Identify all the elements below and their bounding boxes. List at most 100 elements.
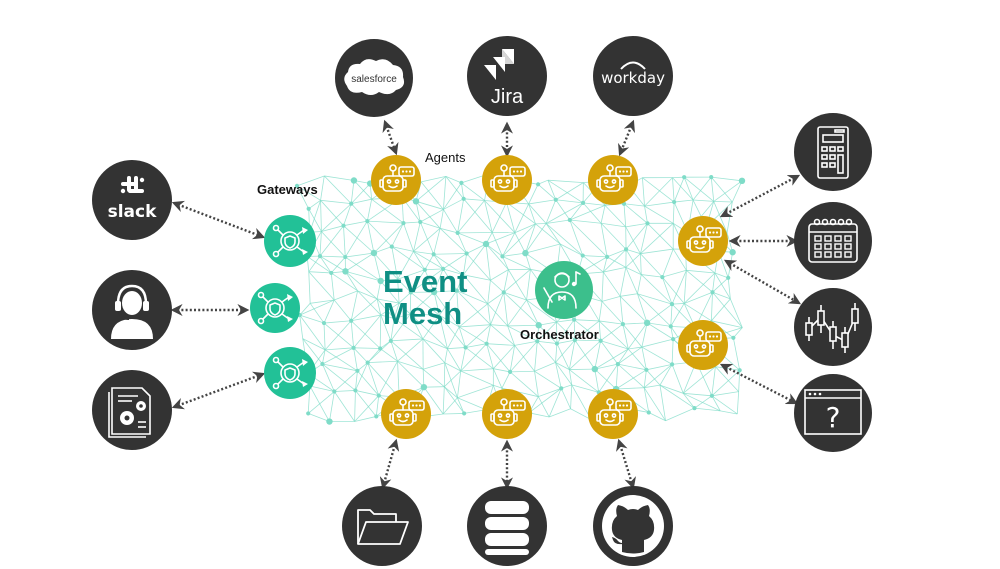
agent-right-upper[interactable] <box>678 216 728 266</box>
mesh-link <box>501 371 511 389</box>
mesh-link <box>308 255 321 272</box>
mesh-link <box>641 274 663 278</box>
mesh-node <box>645 221 650 226</box>
documents-settings-node[interactable] <box>92 370 172 450</box>
mesh-link <box>355 390 377 417</box>
mesh-link <box>538 388 562 398</box>
mesh-link <box>397 279 400 304</box>
agent-salesforce[interactable] <box>371 155 421 205</box>
mesh-link <box>397 251 414 280</box>
mesh-link <box>601 295 621 302</box>
calendar-node[interactable] <box>794 202 872 280</box>
mesh-link <box>457 200 485 234</box>
files-node[interactable] <box>342 486 422 566</box>
calendar-day <box>824 243 832 250</box>
mesh-link <box>419 221 434 255</box>
agent-files[interactable] <box>381 389 431 439</box>
mesh-link <box>420 221 441 229</box>
gateway-middle[interactable] <box>250 283 300 333</box>
slack-node[interactable]: slack <box>92 160 172 240</box>
mesh-link <box>486 324 491 344</box>
agent-jira[interactable] <box>482 155 532 205</box>
mesh-link <box>320 199 352 205</box>
mesh-link <box>397 360 425 388</box>
agent-database[interactable] <box>482 389 532 439</box>
mesh-node <box>604 254 610 259</box>
mesh-link <box>683 270 687 304</box>
agent-workday[interactable] <box>588 155 638 205</box>
mesh-link <box>439 315 448 349</box>
mesh-link <box>622 324 629 350</box>
mesh-link <box>528 184 539 205</box>
mesh-node <box>709 393 714 398</box>
mesh-link <box>324 349 358 372</box>
unknown-app-node[interactable]: ? <box>794 374 872 452</box>
mesh-node <box>522 249 529 257</box>
mesh-link <box>671 270 687 305</box>
orchestrator-node[interactable] <box>535 261 593 319</box>
mesh-link <box>662 276 685 304</box>
mesh-link <box>355 370 358 391</box>
mesh-link <box>319 231 322 257</box>
mesh-link <box>617 363 645 388</box>
calendar-day <box>814 235 822 242</box>
database-node[interactable] <box>467 486 547 566</box>
mesh-link <box>322 363 356 391</box>
mesh-link <box>413 251 434 255</box>
mesh-link <box>623 203 627 227</box>
mesh-link <box>647 223 674 250</box>
mesh-link <box>534 371 539 397</box>
mesh-link <box>424 268 444 271</box>
mesh-node <box>430 288 438 296</box>
mesh-link <box>350 320 381 349</box>
calendar-day <box>814 243 822 250</box>
mesh-link <box>534 370 562 389</box>
mesh-link <box>324 320 352 351</box>
mesh-link <box>354 416 377 422</box>
mesh-link <box>420 209 444 223</box>
mesh-node <box>535 339 540 344</box>
workday-node[interactable]: workday <box>593 36 673 116</box>
stock-chart-node[interactable] <box>794 288 872 366</box>
mesh-node <box>329 270 334 276</box>
mesh-link <box>570 384 573 409</box>
salesforce-node[interactable]: salesforce <box>335 39 413 117</box>
support-agent-node[interactable] <box>92 270 172 350</box>
mesh-link <box>487 303 508 327</box>
mesh-link <box>525 223 547 254</box>
mesh-link <box>556 319 575 323</box>
mesh-node <box>326 418 333 425</box>
mesh-link <box>433 253 464 276</box>
mesh-link <box>560 243 583 256</box>
mesh-link <box>443 209 458 234</box>
mesh-link <box>600 205 606 224</box>
mesh-link <box>433 268 444 293</box>
mesh-link <box>569 340 601 370</box>
mesh-link <box>379 348 398 362</box>
orchestrator-label: Orchestrator <box>520 327 599 342</box>
calculator-node[interactable] <box>794 113 872 191</box>
gateway-bottom[interactable] <box>264 347 316 399</box>
mesh-link <box>625 267 642 275</box>
mesh-link <box>353 347 358 371</box>
mesh-link <box>510 370 535 373</box>
mesh-link <box>582 255 604 273</box>
mesh-link <box>322 363 358 372</box>
jira-node[interactable]: Jira <box>467 36 547 116</box>
mesh-link <box>409 313 424 340</box>
mesh-node <box>643 319 651 327</box>
mesh-node <box>731 335 736 340</box>
mesh-node <box>738 177 746 185</box>
mesh-link <box>640 222 674 254</box>
github-node[interactable] <box>593 486 673 566</box>
mesh-link <box>628 346 642 350</box>
mesh-link <box>393 318 424 340</box>
mesh-node <box>306 411 311 416</box>
gateway-top[interactable] <box>264 215 316 267</box>
agent-right-lower[interactable] <box>678 320 728 370</box>
mesh-link <box>380 302 400 316</box>
mesh-link <box>308 413 330 422</box>
agent-github[interactable] <box>588 389 638 439</box>
mesh-link <box>555 362 570 370</box>
mesh-link <box>319 255 346 272</box>
